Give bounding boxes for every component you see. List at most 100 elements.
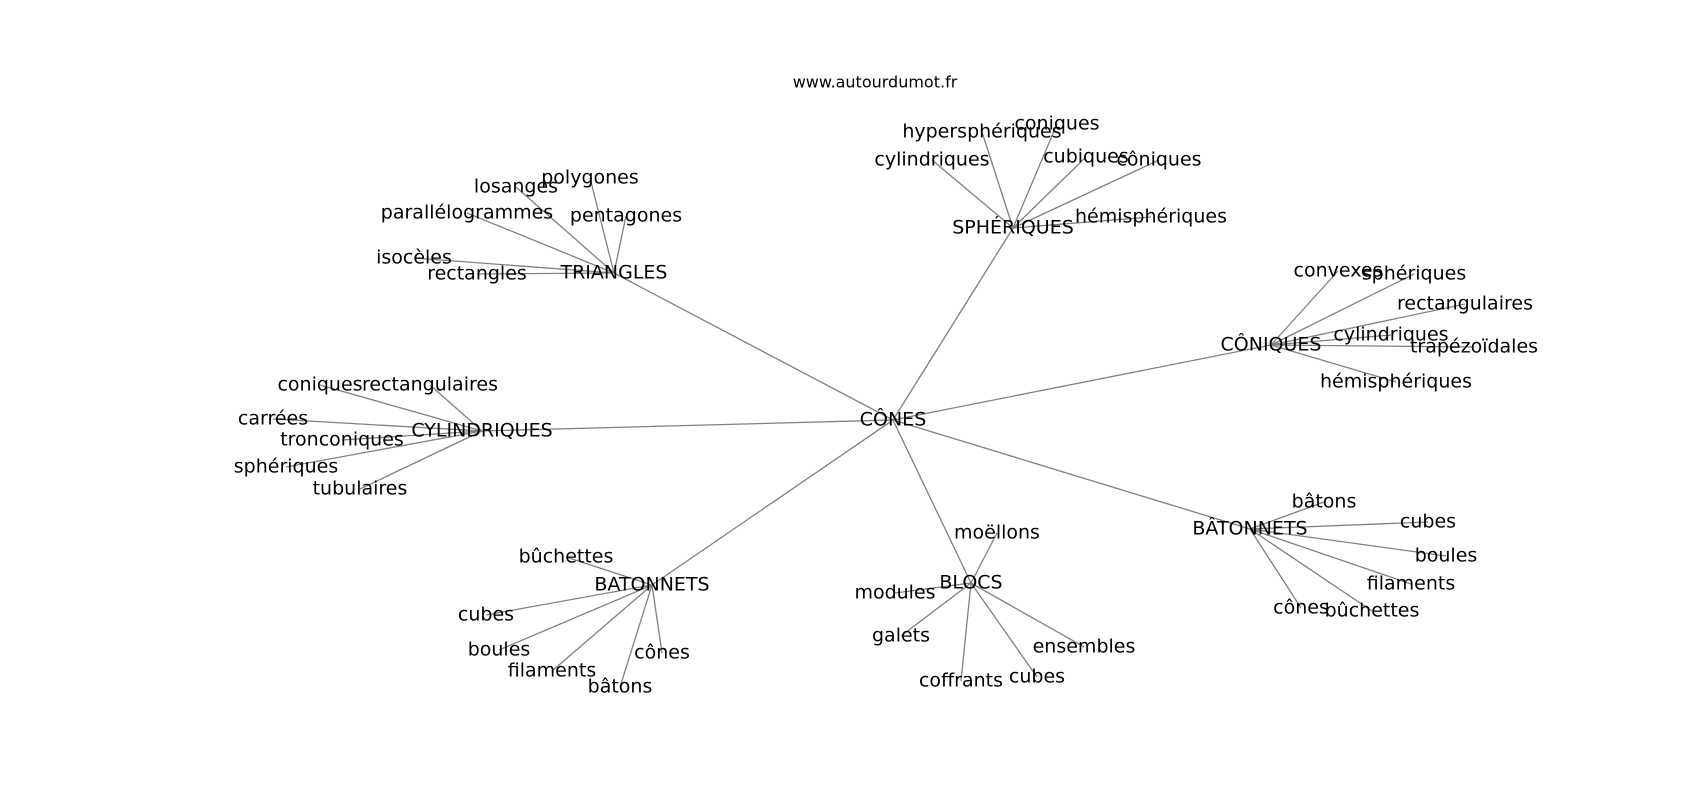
word-node[interactable]: bûchettes [519,546,614,568]
word-node[interactable]: rectangles [427,263,527,285]
word-node[interactable]: hémisphériques [1075,206,1227,228]
edge-coniques-word-3 [1270,334,1392,346]
edge-coniques-word-2 [1270,303,1466,346]
edge-triangles-word-3 [466,212,615,274]
edge-batonnets2-word-3 [1249,528,1412,585]
word-node[interactable]: cubes [1400,511,1456,533]
word-node[interactable]: bâtons [1292,491,1357,513]
word-node[interactable]: bûchettes [1325,600,1420,622]
word-node[interactable]: polygones [541,167,639,189]
edge-blocs-word-0 [970,532,998,584]
edge-batonnets2-word-4 [1249,528,1302,609]
word-node[interactable]: cubes [1009,666,1065,688]
group-node-triangles[interactable]: TRIANGLES [560,262,668,284]
edge-batonnets1-word-1 [485,584,653,616]
edge-root-coniques [892,344,1272,421]
edge-cylindriques-word-2 [272,418,483,432]
word-node[interactable]: cônes [1273,597,1329,619]
edge-coniques-word-0 [1270,270,1339,346]
edge-cylindriques-word-0 [319,384,483,432]
word-node[interactable]: bâtons [588,676,653,698]
word-node[interactable]: filaments [1367,573,1455,595]
edge-batonnets1-word-3 [651,584,663,654]
group-node-cylindriques[interactable]: CYLINDRIQUES [411,420,552,442]
edges [272,123,1475,688]
group-node-batonnets2[interactable]: BÂTONNETS [1192,517,1307,540]
word-node[interactable]: filaments [508,660,596,682]
edge-triangles-word-4 [413,257,615,274]
edge-spheriques-word-1 [981,131,1014,229]
edge-cylindriques-word-1 [429,384,483,432]
word-node[interactable]: moëllons [954,522,1040,544]
word-node[interactable]: sphériques [1362,263,1466,285]
word-node[interactable]: tubulaires [313,478,408,500]
word-node[interactable]: parallélogrammes [381,202,553,224]
edge-batonnets2-word-0 [1249,501,1325,530]
edge-triangles-word-0 [589,177,615,274]
edge-spheriques-word-4 [1012,159,1160,229]
word-node[interactable]: cylindriques [874,149,989,171]
word-node[interactable]: pentagones [570,205,682,227]
edge-batonnets1-word-4 [551,584,653,672]
edge-batonnets1-word-2 [498,584,653,651]
edge-spheriques-word-5 [1012,216,1152,229]
word-node[interactable]: convexes [1294,260,1383,282]
edge-cylindriques-word-3 [341,430,483,441]
word-node[interactable]: cylindriques [1333,324,1448,346]
edge-root-batonnets2 [892,419,1251,530]
group-node-spheriques[interactable]: SPHÉRIQUES [952,216,1074,239]
word-node[interactable]: trapézoïdales [1410,336,1538,358]
edge-blocs-word-4 [970,582,1038,678]
edge-blocs-word-3 [970,582,1085,648]
word-node[interactable]: galets [872,625,930,647]
word-node[interactable]: côniques [1116,149,1201,171]
edge-root-triangles [613,272,894,421]
edge-batonnets2-word-2 [1249,528,1447,557]
word-node[interactable]: tronconiques [280,429,404,451]
source-url: www.autourdumot.fr [793,73,958,92]
edge-batonnets1-word-5 [619,584,653,688]
group-node-coniques[interactable]: CÔNIQUES [1221,332,1322,356]
root-node-label[interactable]: CÔNES [860,407,927,431]
edge-blocs-word-5 [960,582,972,682]
word-node[interactable]: coniques [277,374,362,396]
word-node[interactable]: losanges [474,176,558,198]
edge-batonnets1-word-0 [565,556,653,586]
word-node[interactable]: boules [1415,545,1478,567]
edge-coniques-word-5 [1270,344,1397,383]
edge-spheriques-word-3 [1012,156,1087,229]
edge-triangles-word-2 [613,215,627,274]
edge-triangles-word-1 [515,186,615,274]
edge-blocs-word-1 [894,582,972,594]
edge-coniques-word-4 [1270,344,1475,348]
edge-spheriques-word-2 [931,159,1014,229]
edge-root-blocs [892,419,972,584]
word-node[interactable]: ensembles [1033,636,1136,658]
edge-triangles-word-5 [476,272,615,275]
edge-root-cylindriques [481,419,894,432]
group-node-batonnets1[interactable]: BATONNETS [594,574,709,596]
edge-root-spheriques [892,227,1014,421]
word-node[interactable]: rectangulaires [362,374,498,396]
word-node[interactable]: cubes [458,604,514,626]
word-node[interactable]: hypersphériques [902,121,1061,143]
word-node[interactable]: boules [468,639,531,661]
word-node[interactable]: carrées [238,408,308,430]
word-node[interactable]: rectangulaires [1397,293,1533,315]
edge-batonnets2-word-1 [1249,521,1429,530]
word-node[interactable]: isocèles [376,247,452,269]
edge-root-batonnets1 [651,419,894,586]
edge-coniques-word-1 [1270,273,1415,346]
word-node[interactable]: coniques [1014,113,1099,135]
word-node[interactable]: cubiques [1043,146,1129,168]
edge-batonnets2-word-5 [1249,528,1373,612]
word-node[interactable]: cônes [634,642,690,664]
word-node[interactable]: modules [854,582,935,604]
word-node[interactable]: sphériques [234,456,338,478]
group-node-blocs[interactable]: BLOCS [939,572,1002,594]
word-node[interactable]: hémisphériques [1320,371,1472,393]
edge-cylindriques-word-5 [359,430,483,490]
edge-cylindriques-word-4 [285,430,483,468]
word-node[interactable]: coffrants [919,670,1003,692]
